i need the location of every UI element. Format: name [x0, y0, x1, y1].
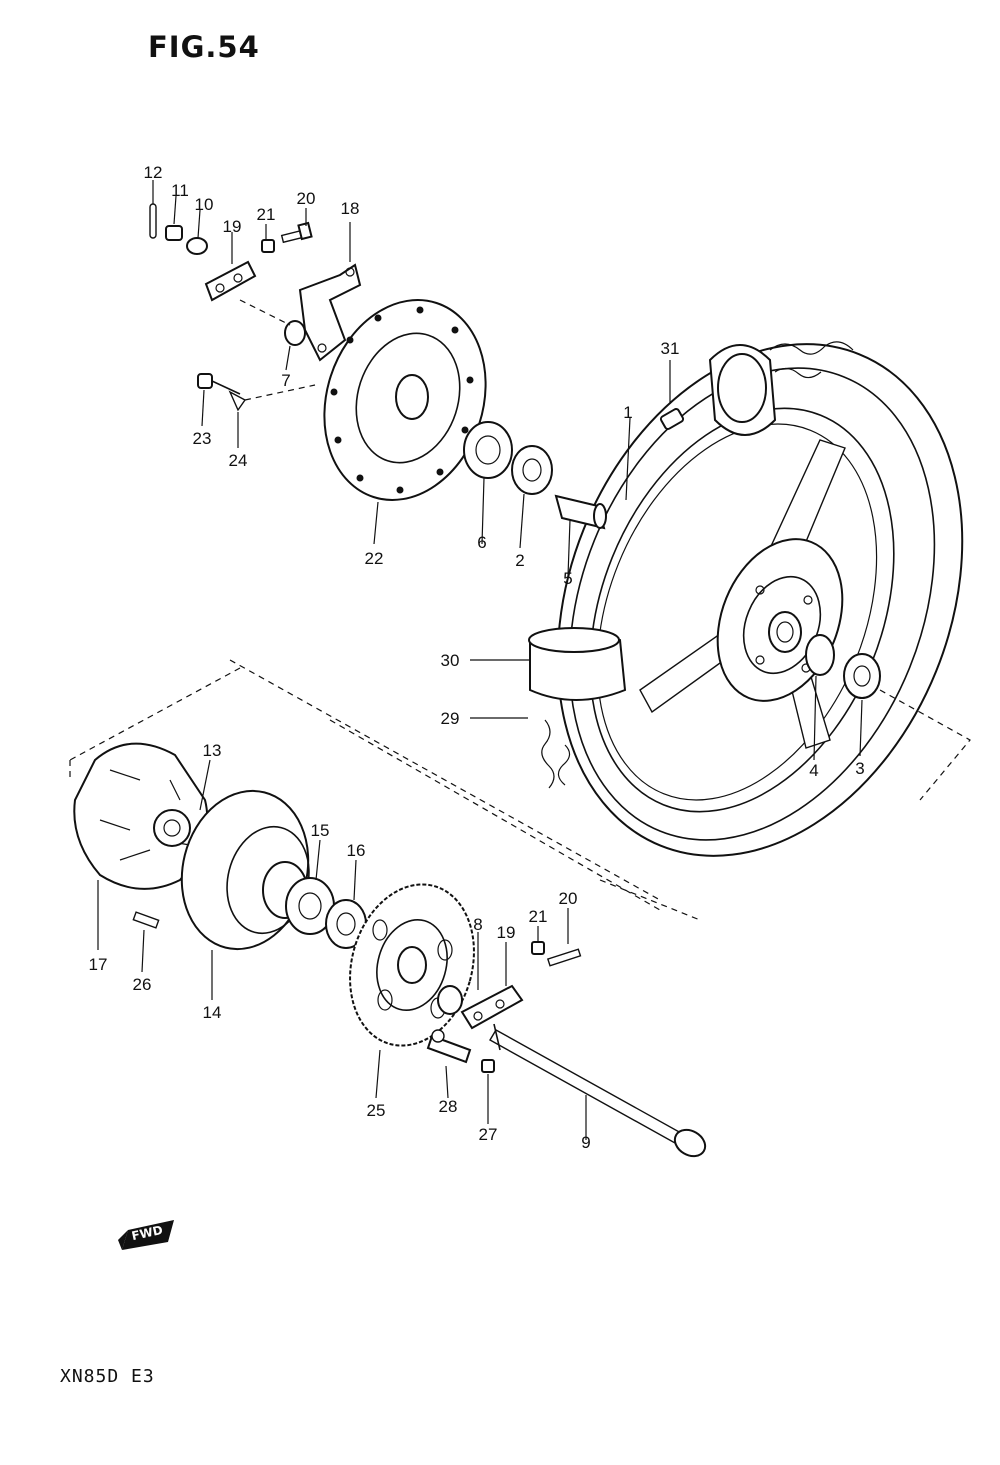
- chain-adjuster-bottom: [460, 984, 524, 1030]
- spacer-8: [437, 985, 463, 1015]
- bolt-top: [280, 221, 313, 244]
- callout-31: 31: [661, 339, 680, 358]
- callout-28: 28: [439, 1097, 458, 1116]
- callout-17: 17: [89, 955, 108, 974]
- caliper-bracket: [298, 263, 362, 362]
- callout-24: 24: [229, 451, 248, 470]
- tire-tube-cutaway: [528, 344, 777, 701]
- callout-20-top: 20: [297, 189, 316, 208]
- nut-27: [481, 1059, 495, 1073]
- washer-7: [284, 320, 306, 346]
- rear-axle: [489, 1023, 707, 1158]
- callout-23: 23: [193, 429, 212, 448]
- callout-numbers: 1 2 3 4 5 6 7 8 9 10 11 12 13 14 15 16 1…: [89, 163, 865, 1152]
- callout-6: 6: [477, 533, 486, 552]
- callout-21-bottom: 21: [529, 907, 548, 926]
- callout-3: 3: [855, 759, 864, 778]
- forward-direction-icon: FWD: [118, 1220, 174, 1250]
- callout-4: 4: [809, 761, 818, 780]
- callout-10: 10: [195, 195, 214, 214]
- bolt-23: [197, 373, 241, 395]
- nut-bottom-21: [531, 941, 545, 955]
- valve-stem: [659, 408, 685, 430]
- callout-2: 2: [515, 551, 524, 570]
- callout-18: 18: [341, 199, 360, 218]
- callout-5: 5: [563, 569, 572, 588]
- callout-19-top: 19: [223, 217, 242, 236]
- clip-24: [228, 390, 247, 412]
- callout-8: 8: [473, 915, 482, 934]
- assembly-guide-lines: [69, 299, 971, 921]
- callout-14: 14: [203, 1003, 222, 1022]
- chain-adjuster-top: [204, 260, 257, 302]
- adjuster-bolt-28: [426, 1029, 472, 1064]
- wheel-bearing-right: [805, 634, 881, 699]
- callout-27: 27: [479, 1125, 498, 1144]
- callout-7: 7: [281, 371, 290, 390]
- callout-30: 30: [441, 651, 460, 670]
- sprocket-collar: [153, 809, 191, 847]
- spacer: [554, 494, 607, 530]
- callout-19-bottom: 19: [497, 923, 516, 942]
- callout-leaders: [97, 180, 863, 1140]
- callout-15: 15: [311, 821, 330, 840]
- nut-top: [165, 225, 183, 241]
- callout-1: 1: [623, 403, 632, 422]
- brake-disc: [323, 299, 487, 501]
- oil-seal: [325, 899, 367, 949]
- callout-9: 9: [581, 1133, 590, 1152]
- figure-label: FIG.54: [148, 30, 260, 64]
- wheel-collar: [463, 421, 513, 479]
- bolt-bottom: [546, 948, 582, 967]
- rear-sprocket: [349, 883, 475, 1047]
- callout-22: 22: [365, 549, 384, 568]
- callout-25: 25: [367, 1101, 386, 1120]
- model-code: XN85D E3: [60, 1366, 155, 1387]
- callout-16: 16: [347, 841, 366, 860]
- callout-26: 26: [133, 975, 152, 994]
- callout-13: 13: [203, 741, 222, 760]
- wheel-bearing-left: [511, 445, 553, 495]
- callout-21-top: 21: [257, 205, 276, 224]
- callout-12: 12: [144, 163, 163, 182]
- callout-20-bottom: 20: [559, 889, 578, 908]
- fwd-label: FWD: [130, 1223, 164, 1243]
- sprocket-damper: [73, 742, 209, 890]
- callout-29: 29: [441, 709, 460, 728]
- washer-top: [186, 237, 208, 255]
- stud-bolt: [132, 911, 160, 929]
- cotter-pin-top: [149, 203, 157, 239]
- nut-top-21: [261, 239, 275, 253]
- callout-11: 11: [171, 181, 189, 200]
